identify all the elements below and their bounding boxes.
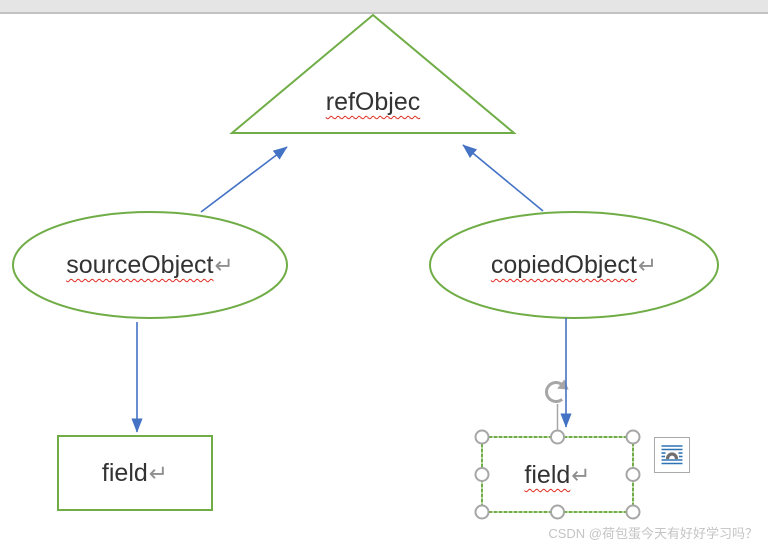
document-top-edge (0, 0, 768, 14)
resize-handle-bottom-center[interactable] (550, 504, 565, 520)
arrow-copied-to-ref[interactable] (462, 144, 544, 212)
paragraph-return-mark: ↵ (214, 252, 234, 278)
layout-options-icon (661, 445, 683, 465)
resize-handle-mid-left[interactable] (474, 467, 490, 482)
copied-ellipse-label: copiedObject↵ (454, 250, 694, 280)
arrow-source-to-ref[interactable] (200, 146, 288, 213)
layout-options-button[interactable] (654, 437, 690, 473)
field-selected-label-text: field (524, 461, 571, 489)
ellipse-copiedobject-shape[interactable] (429, 211, 719, 319)
rect-field-left-shape[interactable] (57, 435, 213, 511)
resize-handle-bottom-left[interactable] (474, 504, 490, 520)
copied-ellipse-label-text: copiedObject (490, 251, 637, 279)
resize-handle-top-right[interactable] (625, 429, 641, 445)
paragraph-return-mark: ↵ (637, 252, 658, 278)
triangle-refobject-shape[interactable] (229, 13, 517, 134)
paragraph-return-mark: ↵ (148, 460, 169, 486)
csdn-watermark: CSDN @荷包蛋今天有好好学习吗？ (548, 526, 758, 541)
paragraph-return-mark: ↵ (571, 462, 591, 488)
ellipse-sourceobject-shape[interactable] (12, 211, 288, 319)
field-left-label-text: field (101, 459, 148, 487)
source-ellipse-label: sourceObject↵ (30, 250, 270, 280)
field-left-label: field↵ (58, 458, 212, 488)
field-selected-label: field↵ (482, 460, 633, 490)
resize-handle-top-center[interactable] (550, 429, 565, 445)
source-ellipse-label-text: sourceObject (66, 251, 214, 279)
resize-handle-bottom-right[interactable] (625, 504, 641, 520)
resize-handle-top-left[interactable] (474, 429, 490, 445)
resize-handle-mid-right[interactable] (625, 467, 641, 482)
triangle-label: refObjec (273, 87, 473, 117)
triangle-label-text: refObjec (325, 88, 421, 116)
